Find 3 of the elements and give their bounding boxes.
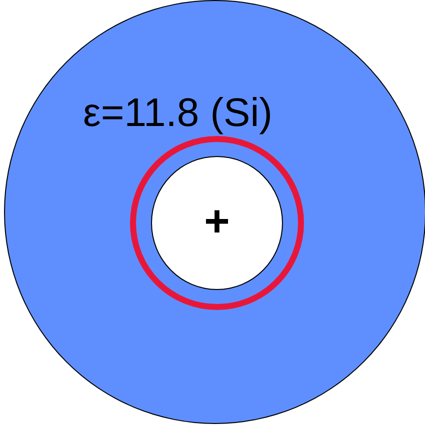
charge-circle <box>151 156 283 290</box>
permittivity-label: ε=11.8 (Si) <box>83 93 272 133</box>
plus-sign: + <box>204 200 230 244</box>
